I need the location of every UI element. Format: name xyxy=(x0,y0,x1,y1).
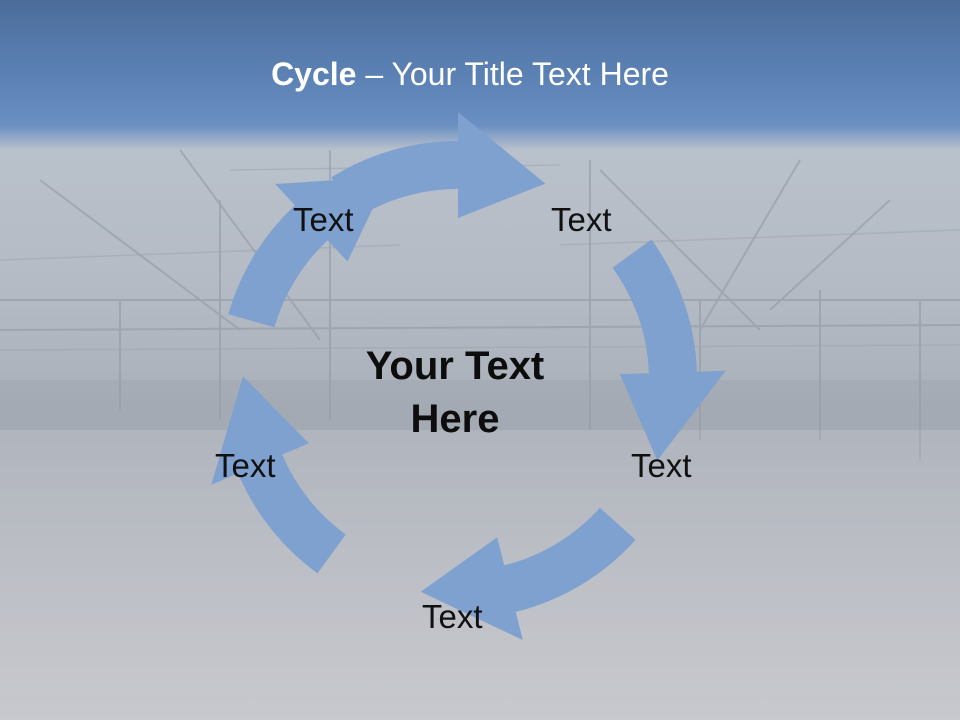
cycle-label-4: Text xyxy=(422,598,483,635)
cycle-arrow-5 xyxy=(228,176,388,328)
slide-title: Cycle – Your Title Text Here xyxy=(0,52,940,96)
cycle-arrow-4 xyxy=(211,376,346,574)
cycle-label-5: Text xyxy=(215,447,276,484)
cycle-label-1: Text xyxy=(293,201,354,238)
cycle-arrow-1 xyxy=(331,112,546,218)
cycle-arrow-2 xyxy=(612,239,726,461)
cycle-label-3: Text xyxy=(631,447,692,484)
cycle-label-2: Text xyxy=(551,201,612,238)
cycle-center-text: Your Text Here xyxy=(365,344,545,441)
title-rest-text: – Your Title Text Here xyxy=(356,56,669,92)
cycle-arrow-3 xyxy=(420,507,636,640)
title-bold-word: Cycle xyxy=(271,56,357,92)
